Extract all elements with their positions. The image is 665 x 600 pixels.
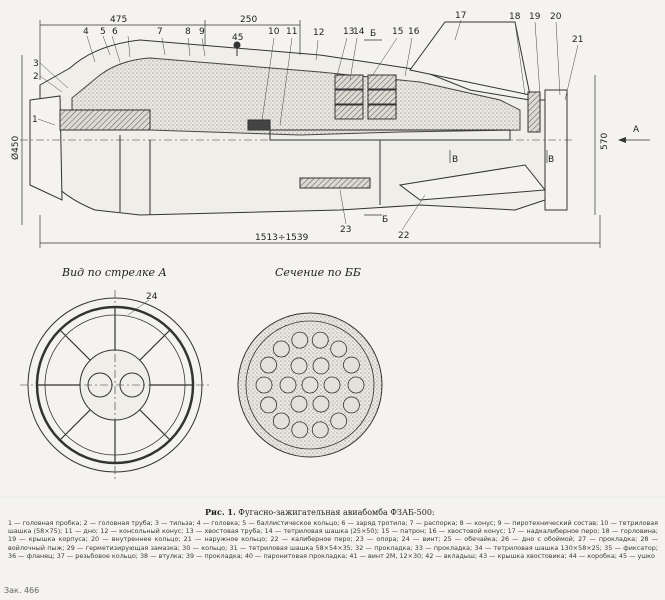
part-11: 11 — [286, 27, 297, 37]
part-9: 9 — [199, 27, 205, 37]
incendiary-cartridge — [311, 421, 329, 439]
part-21: 21 — [572, 35, 583, 45]
incendiary-cartridge — [260, 396, 277, 414]
part-13: 13 — [343, 27, 354, 37]
incendiary-cartridge — [347, 376, 365, 394]
incendiary-cartridge — [311, 331, 329, 349]
tetryl-block — [247, 119, 271, 131]
incendiary-cartridge — [279, 376, 297, 394]
section-bb-title: Сечение по ББ — [275, 266, 361, 279]
dim-250: 250 — [240, 15, 257, 25]
part-45: 45 — [232, 33, 243, 43]
incendiary-cartridge — [330, 412, 348, 430]
tail-ring — [544, 89, 568, 211]
section-v-left: В — [452, 155, 458, 165]
caption-legend: 1 — головная пробка; 2 — головная труба;… — [8, 519, 658, 560]
part-17: 17 — [455, 11, 466, 21]
section-bb-charges — [255, 331, 365, 439]
section-b-lower: Б — [382, 215, 388, 225]
incendiary-cartridge — [343, 356, 360, 374]
part-23: 23 — [340, 225, 351, 235]
dim-475: 475 — [110, 15, 127, 25]
view-a-drawing — [20, 290, 210, 480]
section-b-upper: Б — [370, 29, 376, 39]
explosive-charge — [71, 57, 521, 136]
incendiary-cartridge — [330, 340, 348, 358]
view-a-spokes — [37, 307, 193, 463]
part-19: 19 — [529, 12, 541, 22]
head-pipe — [59, 109, 151, 131]
part-22: 22 — [398, 231, 409, 241]
caption-figure-number: Рис. 1. — [205, 507, 236, 517]
incendiary-cartridge — [301, 376, 319, 394]
part-12: 12 — [313, 28, 324, 38]
incendiary-cartridge — [260, 356, 277, 374]
part-18: 18 — [509, 12, 521, 22]
dimension-arrows — [618, 137, 626, 143]
section-bb-drawing — [237, 312, 383, 458]
incendiary-cartridge — [272, 412, 290, 430]
part-6: 6 — [112, 27, 118, 37]
part-14: 14 — [353, 27, 365, 37]
part-2: 2 — [33, 72, 39, 82]
part-20: 20 — [550, 12, 562, 22]
page-mark: Зак. 466 — [4, 586, 40, 595]
incendiary-cartridge — [323, 376, 341, 394]
arrow-a-label: A — [633, 125, 640, 135]
dim-1513: 1513÷1539 — [255, 233, 309, 243]
incendiary-cartridge — [290, 395, 308, 413]
incendiary-cartridge — [255, 376, 273, 394]
cartridges — [334, 74, 397, 120]
part-24: 24 — [146, 292, 158, 302]
incendiary-cartridge — [343, 396, 360, 414]
part-16: 16 — [408, 27, 420, 37]
incendiary-cartridge — [312, 357, 330, 375]
view-a-title: Вид по стрелке А — [61, 266, 167, 279]
part-4: 4 — [83, 27, 89, 37]
incendiary-cartridge — [291, 421, 309, 439]
incendiary-cartridge — [272, 340, 290, 358]
dimension-lines — [21, 20, 650, 248]
dim-diameter-450: Ø450 — [10, 135, 21, 160]
part-8: 8 — [185, 27, 191, 37]
part-10: 10 — [268, 27, 280, 37]
nose-plug — [29, 95, 63, 201]
dim-570: 570 — [600, 133, 610, 150]
caption-figure-title: Фугасно-зажигательная авиабомба ФЗАБ-500… — [238, 508, 435, 517]
side-view-bomb — [20, 21, 575, 216]
caption-title: Рис. 1. Фугасно-зажигательная авиабомба … — [205, 507, 435, 517]
part-labels — [37, 19, 579, 316]
part-7: 7 — [157, 27, 163, 37]
incendiary-cartridge — [291, 331, 309, 349]
support — [299, 177, 371, 189]
part-1: 1 — [32, 115, 38, 125]
part-3: 3 — [33, 59, 39, 69]
part-15: 15 — [392, 27, 403, 37]
section-v-right: В — [548, 155, 554, 165]
part-5: 5 — [100, 27, 106, 37]
incendiary-cartridge — [312, 395, 330, 413]
incendiary-cartridge — [290, 357, 308, 375]
